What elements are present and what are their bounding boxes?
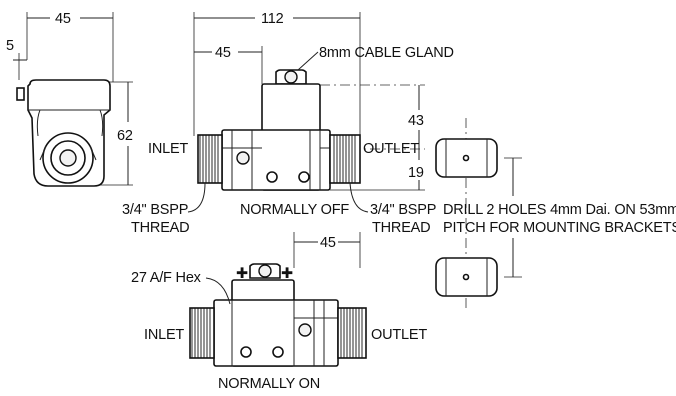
outlet-thread-lines [333,135,356,183]
label-outlet-off: OUTLET [363,141,419,157]
label-outlet-on: OUTLET [371,327,427,343]
label-cable-gland: 8mm CABLE GLAND [319,45,454,61]
dim-overall-length: 112 [261,11,284,27]
label-thread-right-2: THREAD [372,220,430,236]
label-inlet-on: INLET [144,327,184,343]
label-normally-off: NORMALLY OFF [240,202,349,218]
mounting-brackets: DRILL 2 HOLES 4mm Dai. ON 53mm PITCH FOR… [435,118,676,310]
valve-normally-on: 45 ✚ ✚ [131,232,428,392]
label-drill-line2: PITCH FOR MOUNTING BRACKETS [443,220,676,236]
dim-on-offset: 45 [320,235,336,251]
outlet-thread-lines-on [340,308,363,358]
dim-side-width: 45 [55,11,71,27]
inlet-thread-lines-on [191,308,211,358]
label-thread-left-1: 3/4" BSPP [122,202,188,218]
label-hex: 27 A/F Hex [131,270,202,286]
label-normally-on: NORMALLY ON [218,376,320,392]
dim-side-offset: 5 [6,38,14,54]
gland-cross-on: ✚ [236,266,248,282]
inlet-thread-lines [199,135,219,183]
dim-side-height: 62 [117,128,133,144]
label-inlet-off: INLET [148,141,188,157]
label-drill-line1: DRILL 2 HOLES 4mm Dai. ON 53mm [443,202,676,218]
side-view: 45 5 62 [6,11,133,187]
label-thread-left-2: THREAD [131,220,189,236]
gland-cross-on-2: ✚ [281,266,293,282]
dim-centre-height: 19 [408,165,424,181]
dim-gland-offset: 45 [215,45,231,61]
label-thread-right-1: 3/4" BSPP [370,202,436,218]
dim-top-height: 43 [408,113,424,129]
valve-normally-off: 112 45 43 19 ✚ ✚ 8mm CABLE GLAND [122,11,454,236]
